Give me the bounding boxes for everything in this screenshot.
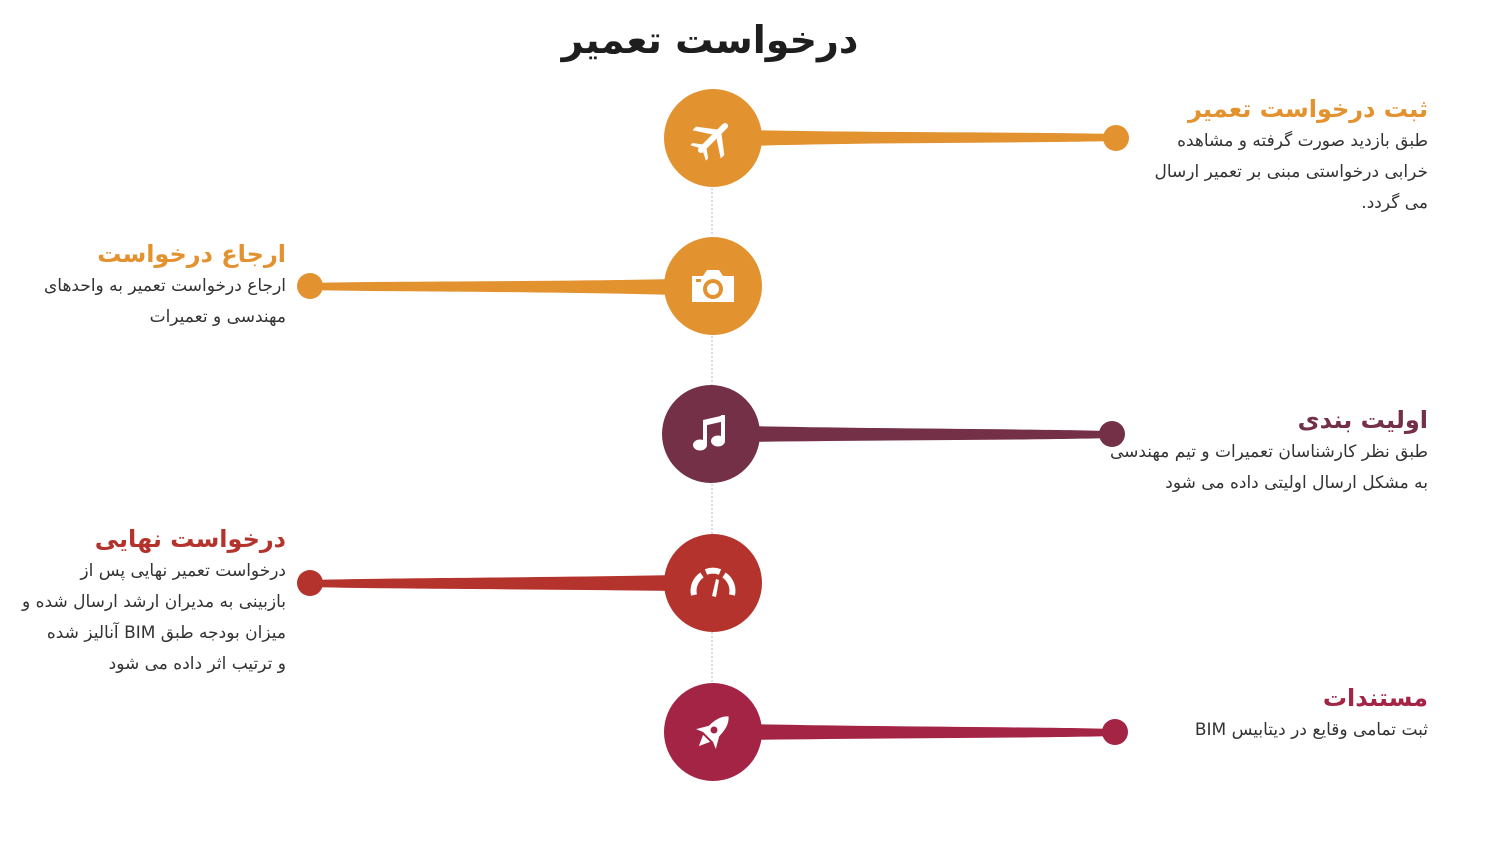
step-4-end-dot bbox=[297, 570, 323, 596]
step-1-line: طبق بازدید صورت گرفته و مشاهده bbox=[1177, 131, 1428, 151]
step-3-end-dot bbox=[1099, 421, 1125, 447]
camera-icon bbox=[692, 270, 734, 302]
step-2-end-dot bbox=[297, 273, 323, 299]
step-3-node bbox=[662, 385, 760, 483]
step-4-heading: درخواست نهایی bbox=[94, 525, 286, 553]
step-1-arm bbox=[745, 130, 1115, 146]
step-2-arm bbox=[310, 279, 680, 295]
step-1-heading: ثبت درخواست تعمیر bbox=[1187, 95, 1428, 123]
step-1-node bbox=[664, 89, 762, 187]
step-4-node bbox=[664, 534, 762, 632]
step-2-text: ارجاع درخواست ارجاع درخواست تعمیر به واح… bbox=[26, 237, 286, 333]
step-5-node bbox=[664, 683, 762, 781]
step-5-text: مستندات ثبت تمامی وقایع در دیتابیس BIM bbox=[1128, 681, 1428, 746]
music-note-icon bbox=[693, 415, 725, 451]
step-3-heading: اولیت بندی bbox=[1297, 406, 1428, 434]
page-title: درخواست تعمیر bbox=[561, 18, 859, 62]
step-5-heading: مستندات bbox=[1322, 684, 1428, 712]
step-2-line: ارجاع درخواست تعمیر به واحدهای bbox=[43, 276, 286, 296]
airplane-icon bbox=[690, 122, 729, 161]
step-4-line: درخواست تعمیر نهایی پس از bbox=[80, 561, 286, 581]
step-1-line: خرابی درخواستی مبنی بر تعمیر ارسال bbox=[1154, 162, 1429, 182]
step-2-node bbox=[664, 237, 762, 335]
step-5-arm bbox=[745, 724, 1115, 740]
step-5-line: ثبت تمامی وقایع در دیتابیس BIM bbox=[1194, 720, 1428, 740]
rocket-icon bbox=[696, 716, 729, 749]
step-5-end-dot bbox=[1102, 719, 1128, 745]
step-4-line: بازبینی به مدیران ارشد ارسال شده و bbox=[22, 592, 286, 612]
step-4-arm bbox=[310, 575, 680, 591]
step-1-line: می گردد. bbox=[1361, 193, 1428, 213]
step-2-heading: ارجاع درخواست bbox=[97, 240, 286, 268]
step-1-text: ثبت درخواست تعمیر طبق بازدید صورت گرفته … bbox=[1128, 92, 1429, 219]
step-2-line: مهندسی و تعمیرات bbox=[149, 307, 286, 327]
step-1-end-dot bbox=[1103, 125, 1129, 151]
step-4-line: میزان بودجه طبق BIM آنالیز شده bbox=[46, 623, 286, 643]
step-3-arm bbox=[745, 426, 1112, 442]
step-3-line: به مشکل ارسال اولیتی داده می شود bbox=[1165, 473, 1428, 493]
step-3-text: اولیت بندی طبق نظر کارشناسان تعمیرات و ت… bbox=[1088, 403, 1428, 499]
step-4-text: درخواست نهایی درخواست تعمیر نهایی پس از … bbox=[16, 522, 286, 680]
step-4-line: و ترتیب اثر داده می شود bbox=[108, 654, 286, 674]
step-3-line: طبق نظر کارشناسان تعمیرات و تیم مهندسی bbox=[1109, 442, 1428, 462]
speedometer-icon bbox=[690, 567, 736, 597]
